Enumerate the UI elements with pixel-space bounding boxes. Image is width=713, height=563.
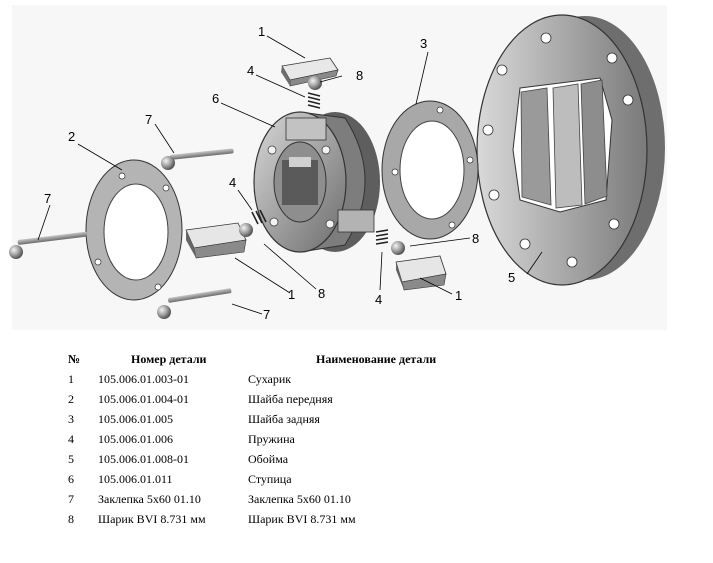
- rear-washer-part-3: [381, 100, 479, 240]
- callout-8-right: 8: [472, 231, 479, 246]
- row-part-code: 105.006.01.005: [98, 411, 173, 426]
- callout-6: 6: [212, 91, 219, 106]
- callout-4-middle: 4: [229, 175, 236, 190]
- hub-part-6: [253, 111, 380, 253]
- exploded-assembly-drawing: 1 1 1 2 3 4 4 4 5 6 7 7 7 8 8 8: [9, 14, 665, 322]
- header-part-code: Номер детали: [131, 351, 207, 366]
- callout-7-left: 7: [44, 191, 51, 206]
- table-row: 8 Шарик BVI 8.731 мм Шарик BVI 8.731 мм: [68, 509, 468, 529]
- parts-table-header: № Номер детали Наименование детали: [68, 349, 468, 369]
- callout-3: 3: [420, 36, 427, 51]
- table-row: 1 105.006.01.003-01 Сухарик: [68, 369, 468, 389]
- row-part-code: 105.006.01.003-01: [98, 371, 189, 386]
- callout-8-middle: 8: [318, 286, 325, 301]
- table-row: 6 105.006.01.011 Ступица: [68, 469, 468, 489]
- row-part-code: 105.006.01.004-01: [98, 391, 189, 406]
- header-number: №: [68, 351, 81, 366]
- parts-table: № Номер детали Наименование детали 1 105.…: [68, 349, 468, 529]
- header-part-name: Наименование детали: [316, 351, 437, 366]
- row-part-code: Заклепка 5х60 01.10: [98, 491, 201, 506]
- table-row: 4 105.006.01.006 Пружина: [68, 429, 468, 449]
- callout-1-right: 1: [455, 288, 462, 303]
- row-part-code: Шарик BVI 8.731 мм: [98, 511, 206, 526]
- row-number: 5: [68, 451, 74, 466]
- outer-ring-part-5: [476, 14, 665, 286]
- row-number: 7: [68, 491, 74, 506]
- callout-7-bottom: 7: [263, 307, 270, 322]
- row-part-name: Сухарик: [248, 371, 292, 386]
- row-part-code: 105.006.01.011: [98, 471, 173, 486]
- row-part-name: Заклепка 5х60 01.10: [248, 491, 351, 506]
- table-row: 7 Заклепка 5х60 01.10 Заклепка 5х60 01.10: [68, 489, 468, 509]
- callout-2: 2: [68, 129, 75, 144]
- callout-4-bottom: 4: [375, 292, 382, 307]
- row-number: 4: [68, 431, 74, 446]
- front-washer-part-2: [85, 159, 183, 301]
- callout-7-top: 7: [145, 112, 152, 127]
- table-row: 3 105.006.01.005 Шайба задняя: [68, 409, 468, 429]
- row-part-code: 105.006.01.006: [98, 431, 173, 446]
- rivet-part-7: [9, 148, 234, 319]
- row-part-name: Шайба задняя: [248, 411, 320, 426]
- callout-1-top: 1: [258, 24, 265, 39]
- ball-part-8: [239, 76, 405, 255]
- spring-part-4: [251, 92, 389, 245]
- callout-8-top: 8: [356, 68, 363, 83]
- table-row: 2 105.006.01.004-01 Шайба передняя: [68, 389, 468, 409]
- row-part-name: Обойма: [248, 451, 289, 466]
- row-number: 3: [68, 411, 74, 426]
- row-part-code: 105.006.01.008-01: [98, 451, 189, 466]
- callout-5: 5: [508, 270, 515, 285]
- row-number: 1: [68, 371, 74, 386]
- row-part-name: Пружина: [248, 431, 295, 446]
- row-number: 6: [68, 471, 74, 486]
- row-part-name: Шайба передняя: [248, 391, 333, 406]
- row-number: 8: [68, 511, 74, 526]
- table-row: 5 105.006.01.008-01 Обойма: [68, 449, 468, 469]
- row-part-name: Шарик BVI 8.731 мм: [248, 511, 356, 526]
- leader-lines: [37, 35, 543, 315]
- row-part-name: Ступица: [248, 471, 292, 486]
- row-number: 2: [68, 391, 74, 406]
- callout-1-left: 1: [288, 287, 295, 302]
- callout-4-top: 4: [247, 63, 254, 78]
- key-part-1: [185, 57, 447, 291]
